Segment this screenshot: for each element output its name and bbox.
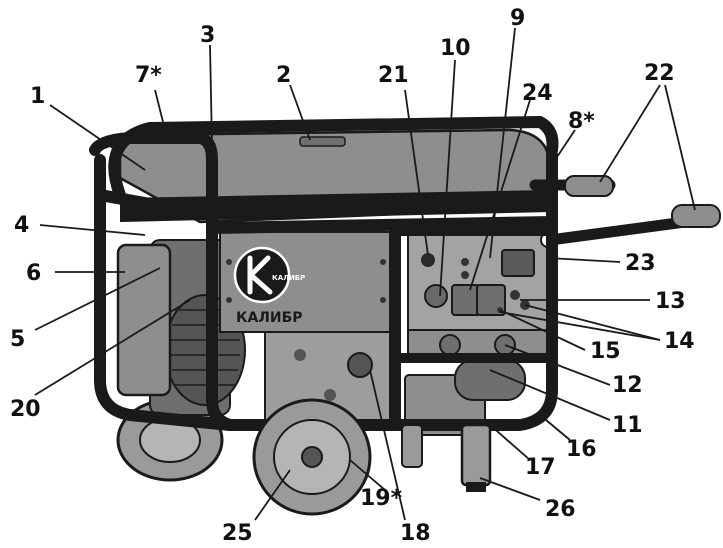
- ac-outlet: [451, 284, 481, 316]
- handle-grip-upper: [564, 175, 614, 197]
- handle-grip-lower: [671, 204, 721, 228]
- callout-16: 16: [566, 437, 597, 462]
- callout-4: 4: [14, 213, 29, 238]
- callout-23: 23: [625, 251, 656, 276]
- callout-1: 1: [30, 84, 45, 109]
- callout-9: 9: [510, 6, 525, 31]
- callout-8: 8*: [568, 109, 595, 134]
- callout-14: 14: [664, 329, 695, 354]
- callout-17: 17: [525, 455, 556, 480]
- callout-5: 5: [10, 327, 25, 352]
- control-panel: [407, 229, 549, 359]
- brand-logo-mark: КАЛИБР: [272, 274, 305, 282]
- callout-25: 25: [222, 521, 253, 546]
- frame-crossbar: [211, 216, 553, 234]
- ac-outlet-2: [476, 284, 506, 316]
- callout-10: 10: [440, 36, 471, 61]
- leader-lines: [34, 27, 696, 521]
- callout-11: 11: [612, 413, 643, 438]
- callout-2: 2: [276, 63, 291, 88]
- circuit-breaker: [421, 253, 435, 267]
- callout-12: 12: [612, 373, 643, 398]
- front-wheel: [252, 398, 372, 516]
- callout-21: 21: [378, 63, 409, 88]
- callout-13: 13: [655, 289, 686, 314]
- callout-19: 19*: [360, 486, 403, 511]
- callout-22: 22: [644, 61, 675, 86]
- callout-6: 6: [26, 261, 41, 286]
- brand-logo-text: КАЛИБР: [236, 310, 303, 326]
- air-filter: [116, 243, 172, 397]
- rubber-foot: [401, 423, 492, 492]
- dc-terminal: [510, 290, 520, 300]
- voltage-knob: [424, 284, 448, 308]
- callout-18: 18: [400, 521, 431, 546]
- hour-meter: [501, 249, 535, 277]
- callout-26: 26: [545, 497, 576, 522]
- lower-socket-left: [439, 334, 461, 356]
- brand-logo: КАЛИБР КАЛИБР: [233, 246, 305, 326]
- transport-handle: [529, 175, 721, 248]
- callout-20: 20: [10, 397, 41, 422]
- callout-3: 3: [200, 23, 215, 48]
- callout-15: 15: [590, 339, 621, 364]
- callout-labels: 1 2 3 4 5 6 7* 8* 9 10 11 12 13 14 15 16…: [10, 6, 695, 546]
- callout-7: 7*: [135, 63, 162, 88]
- tank-band: [120, 190, 550, 222]
- callout-24: 24: [522, 81, 553, 106]
- fuel-cap: [299, 136, 346, 147]
